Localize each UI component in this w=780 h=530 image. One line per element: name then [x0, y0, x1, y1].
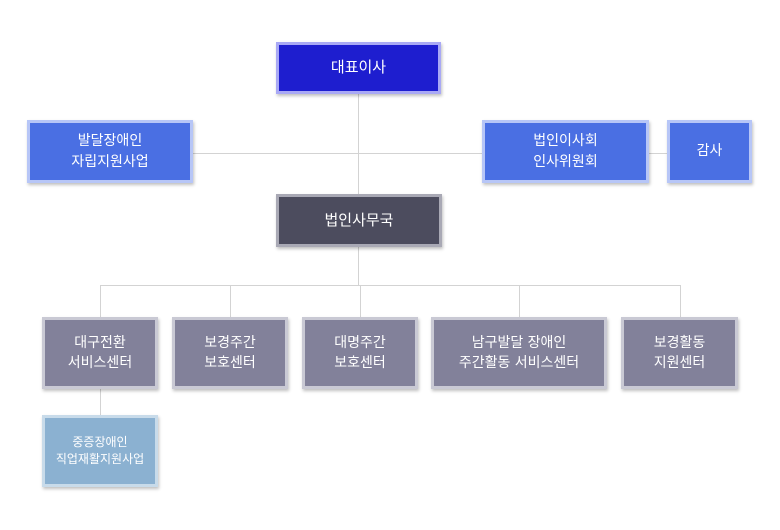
- node-bogyeong-weekly-center: 보경주간 보호센터: [172, 317, 288, 389]
- node-daegu-center: 대구전환 서비스센터: [42, 317, 158, 389]
- node-dev-support-line2: 자립지원사업: [71, 153, 149, 170]
- node-board-line2: 인사위원회: [533, 153, 598, 170]
- node-bogyeong-weekly-line1: 보경주간: [204, 334, 256, 351]
- connector-daegu-severe: [100, 388, 101, 416]
- connector-ceo-secretariat: [358, 93, 359, 195]
- node-board-line1: 법인이사회: [533, 133, 598, 150]
- node-secretariat-label: 법인사무국: [324, 210, 394, 229]
- connector-bogyeong-weekly: [230, 285, 231, 318]
- node-severe-job: 중증장애인 직업재활지원사업: [42, 415, 158, 487]
- node-daegu-line1: 대구전환: [74, 334, 126, 351]
- node-audit-label: 감사: [696, 143, 723, 160]
- node-severe-job-line2: 직업재활지원사업: [55, 452, 145, 466]
- connector-board-audit: [648, 153, 668, 154]
- node-audit: 감사: [667, 120, 752, 183]
- node-severe-job-line1: 중증장애인: [72, 434, 128, 449]
- node-bogyeong-activity-line2: 지원센터: [653, 355, 706, 371]
- node-namgu-line2: 주간활동 서비스센터: [458, 355, 580, 371]
- connector-bogyeong-activity: [680, 285, 681, 318]
- connector-namgu: [519, 285, 520, 318]
- node-bogyeong-activity-line1: 보경활동: [653, 334, 706, 351]
- node-daegu-line2: 서비스센터: [67, 355, 133, 371]
- connector-daemyeong-weekly: [360, 285, 361, 318]
- node-dev-support-line1: 발달장애인: [77, 133, 143, 150]
- node-bogyeong-activity-center: 보경활동 지원센터: [621, 317, 738, 389]
- node-namgu-line1: 남구발달 장애인: [471, 334, 567, 351]
- node-bogyeong-weekly-line2: 보호센터: [204, 355, 256, 371]
- connector-dev-board: [193, 153, 483, 154]
- node-dev-support: 발달장애인 자립지원사업: [27, 120, 193, 183]
- node-daemyeong-weekly-line1: 대명주간: [334, 334, 386, 351]
- node-namgu-center: 남구발달 장애인 주간활동 서비스센터: [431, 317, 607, 389]
- node-daemyeong-weekly-center: 대명주간 보호센터: [302, 317, 418, 389]
- connector-horizontal-centers: [100, 285, 680, 286]
- connector-secretariat-down: [358, 246, 359, 286]
- node-ceo-label: 대표이사: [330, 58, 387, 77]
- node-ceo: 대표이사: [276, 42, 441, 94]
- node-board: 법인이사회 인사위원회: [482, 120, 649, 183]
- node-secretariat: 법인사무국: [276, 194, 442, 247]
- node-daemyeong-weekly-line2: 보호센터: [334, 355, 386, 371]
- connector-daegu: [100, 285, 101, 318]
